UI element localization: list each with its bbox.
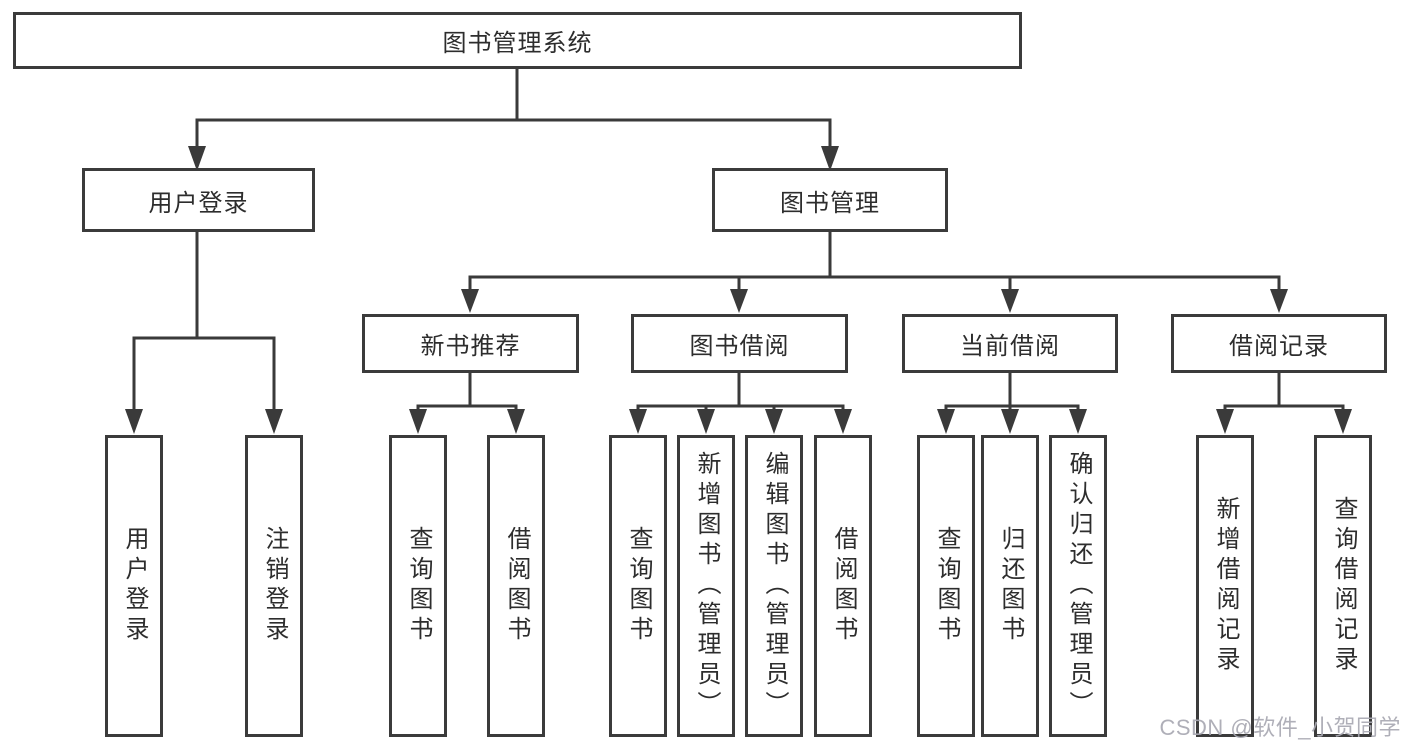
- node-borrow-books-recommend: 借阅图书: [487, 435, 545, 737]
- node-login: 用户登录: [105, 435, 163, 737]
- node-borrow-records: 借阅记录: [1171, 314, 1387, 373]
- node-borrow-books: 借阅图书: [814, 435, 872, 737]
- node-book-management: 图书管理: [712, 168, 948, 232]
- node-new-book-recommend: 新书推荐: [362, 314, 579, 373]
- node-book-borrow: 图书借阅: [631, 314, 848, 373]
- node-confirm-return-admin: 确认归还（管理员）: [1049, 435, 1107, 737]
- csdn-watermark: CSDN @软件_小贺同学: [1159, 715, 1401, 740]
- node-root: 图书管理系统: [13, 12, 1022, 69]
- node-query-books-current: 查询图书: [917, 435, 975, 737]
- node-edit-book-admin: 编辑图书（管理员）: [745, 435, 803, 737]
- node-query-borrow-record: 查询借阅记录: [1314, 435, 1372, 737]
- node-current-borrow: 当前借阅: [902, 314, 1118, 373]
- node-query-books-borrow: 查询图书: [609, 435, 667, 737]
- connector-root-to-level2: [188, 66, 839, 171]
- connector-borrow-records-children: [1216, 370, 1352, 434]
- node-add-book-admin: 新增图书（管理员）: [677, 435, 735, 737]
- connector-new-book-recommend-children: [409, 370, 525, 434]
- connector-user-login-children: [125, 230, 283, 434]
- node-user-login: 用户登录: [82, 168, 315, 232]
- connector-book-management-children: [461, 230, 1288, 313]
- node-logout: 注销登录: [245, 435, 303, 737]
- node-return-books: 归还图书: [981, 435, 1039, 737]
- node-query-books-recommend: 查询图书: [389, 435, 447, 737]
- connector-current-borrow-children: [937, 370, 1087, 434]
- node-add-borrow-record: 新增借阅记录: [1196, 435, 1254, 737]
- connector-book-borrow-children: [629, 370, 852, 434]
